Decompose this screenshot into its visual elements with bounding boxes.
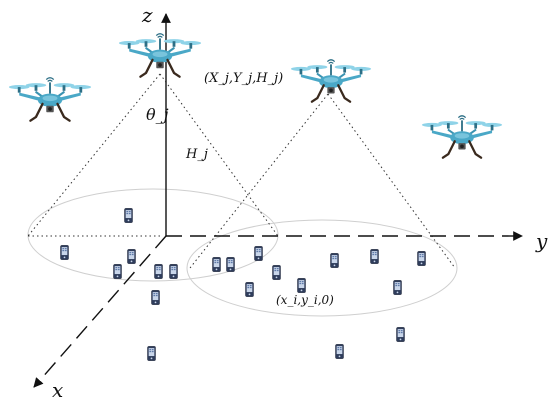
user-phone-icon	[272, 265, 281, 280]
uav-position-label: (X_j,Y_j,H_j)	[204, 71, 283, 86]
y-axis-label: y	[535, 229, 548, 253]
user-phone-icon	[154, 264, 163, 279]
height-label: H_j	[185, 147, 208, 162]
user-phone-icon	[330, 253, 339, 268]
user-phone-icon	[396, 327, 405, 342]
user-phone-icon	[393, 280, 402, 295]
coverage-area-2	[186, 219, 458, 317]
user-phone-icon	[370, 249, 379, 264]
coverage-cone-1	[27, 73, 279, 237]
uav-1-icon	[118, 32, 202, 78]
user-phone-icon	[151, 290, 160, 305]
coverage-cone-2	[189, 93, 456, 269]
user-phone-icon	[254, 246, 263, 261]
user-phone-icon	[226, 257, 235, 272]
user-phone-icon	[60, 245, 69, 260]
user-position-label: (x_i,y_i,0)	[276, 293, 334, 307]
user-phone-icon	[113, 264, 122, 279]
x-axis-label: x	[52, 378, 63, 398]
user-phone-icon	[297, 278, 306, 293]
z-axis-label: z	[141, 3, 153, 27]
user-phone-icon	[147, 346, 156, 361]
user-phone-icon	[127, 249, 136, 264]
user-phone-icon	[335, 344, 344, 359]
coverage-area-1	[27, 188, 279, 282]
uav-2-icon	[8, 76, 92, 122]
user-phone-icon	[417, 251, 426, 266]
x-axis	[33, 235, 167, 388]
user-phone-icon	[169, 264, 178, 279]
uav-3-icon	[290, 58, 372, 103]
user-phone-icon	[245, 282, 254, 297]
user-phone-icon	[212, 257, 221, 272]
user-phone-icon	[124, 208, 133, 223]
uav-4-icon	[421, 114, 503, 159]
user-devices	[60, 208, 426, 361]
angle-label: θ_j	[146, 105, 169, 124]
